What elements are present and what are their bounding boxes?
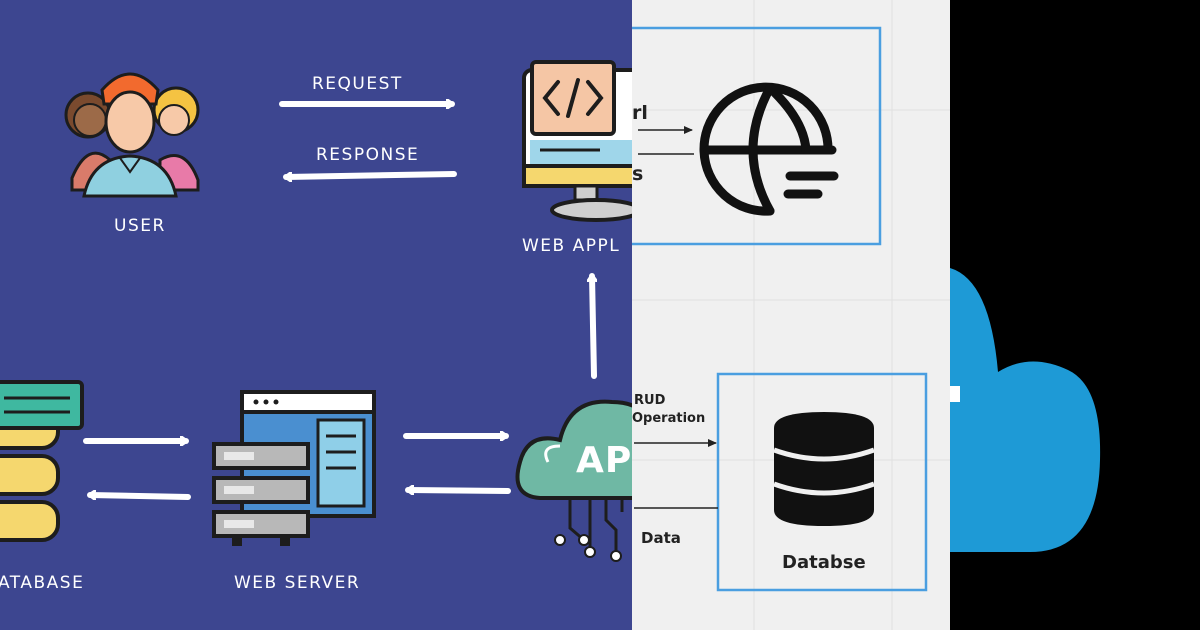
web-server-label: WEB SERVER [234,573,361,593]
crud-label: RUD [634,393,666,408]
api-label: AP [576,440,632,481]
flowchart-canvas-panel: rl s RUD Operation Data Databse [632,0,950,630]
database-cylinder-icon [773,412,875,526]
data-label: Data [641,529,681,547]
database-stack-icon [0,380,84,542]
database-node-label: Databse [782,552,866,573]
api-cloud-icon [515,399,632,562]
user-group-icon [64,72,200,198]
api-to-webapp-arrow [592,273,594,379]
cloud-glyph-fragment [950,386,960,402]
database-node-box[interactable] [716,372,928,592]
api-to-server-arrow [405,490,511,491]
request-label: REQUEST [312,74,403,94]
user-label: USER [114,216,166,236]
middle-diagram-canvas [632,0,950,630]
web-server-icon [212,390,376,546]
s-label: s [632,163,644,185]
database-label: ATABASE [0,573,85,593]
web-architecture-panel: REQUEST RESPONSE USER WEB APPL AP WEB SE… [0,0,632,630]
right-canvas [950,268,1101,552]
operation-label: Operation [632,411,706,426]
cloud-icon [950,268,1101,552]
cloud-panel [950,0,1200,630]
left-diagram-canvas [0,60,632,562]
web-application-monitor-icon [522,60,632,222]
globe-icon [699,82,839,216]
response-arrow [283,171,457,177]
web-node-box[interactable] [632,26,882,246]
server-to-db-arrow [87,495,191,497]
url-label: rl [632,102,648,124]
response-label: RESPONSE [316,145,420,165]
canvas-grid [632,0,950,630]
web-application-label: WEB APPL [522,236,621,256]
